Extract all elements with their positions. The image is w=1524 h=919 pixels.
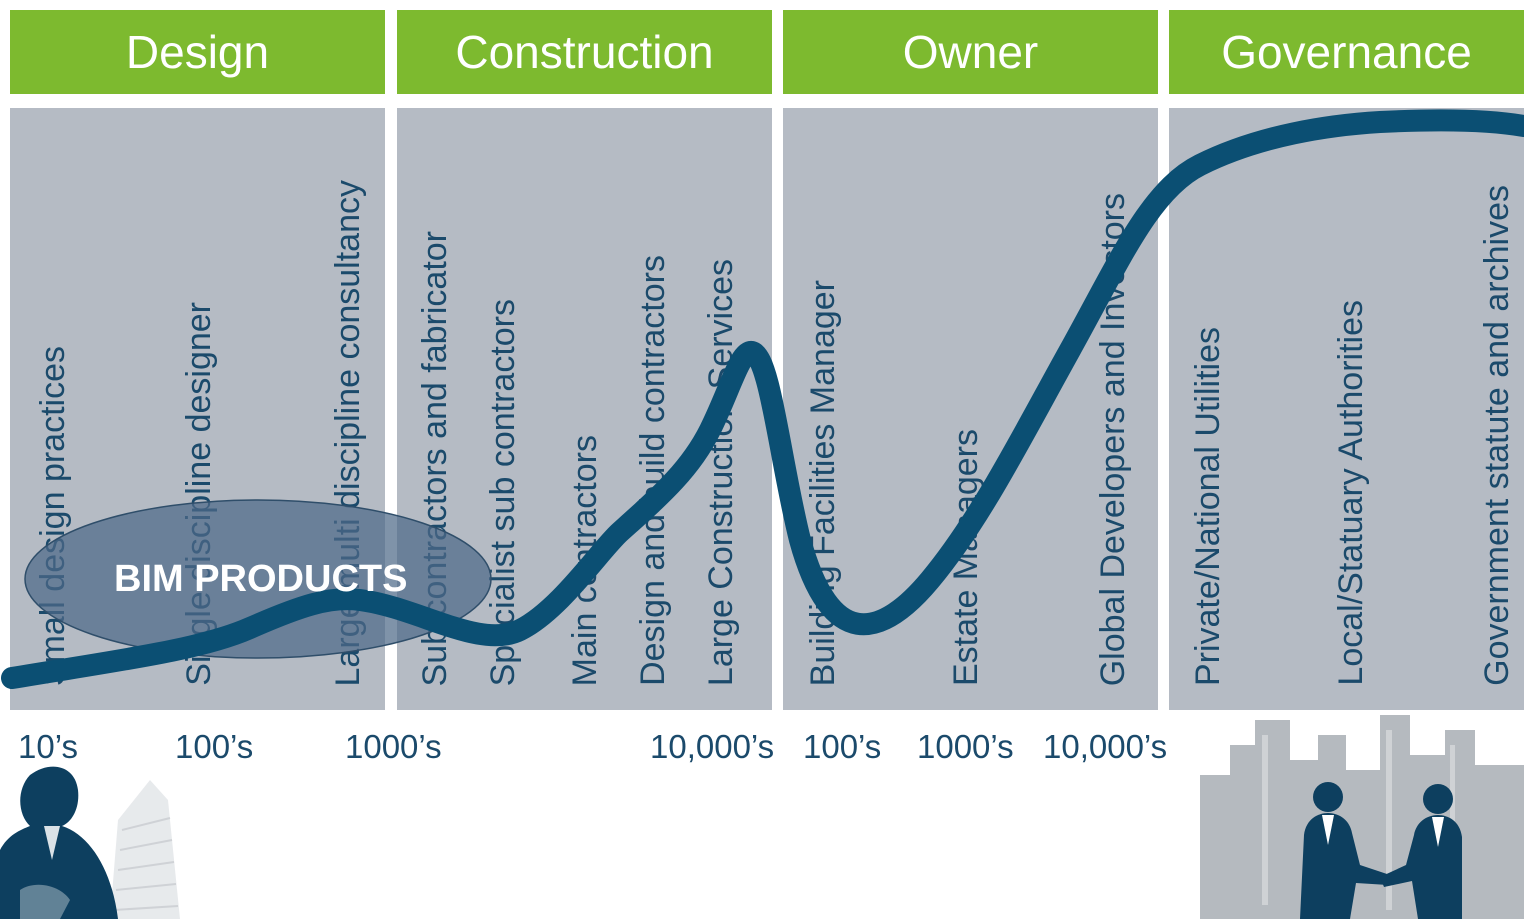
scale-label: 100’s (175, 728, 254, 765)
businessman-silhouette-icon (0, 766, 180, 919)
handshake-silhouette-icon (1200, 715, 1524, 919)
header-governance: Governance (1169, 10, 1524, 94)
scale-label: 10’s (18, 728, 78, 765)
panel-governance: Private/National Utilities Local/Statuar… (1169, 108, 1524, 710)
bim-products-label: BIM PRODUCTS (114, 558, 408, 600)
header-governance-label: Governance (1221, 26, 1472, 78)
growth-curve (1, 109, 1524, 689)
scale-label: 10,000’s (650, 728, 775, 765)
header-owner-label: Owner (902, 26, 1039, 78)
header-construction-label: Construction (455, 26, 714, 78)
businessmen (1300, 782, 1462, 919)
scale-label: 10,000’s (1043, 728, 1168, 765)
header-owner: Owner (783, 10, 1158, 94)
bim-products-ellipse (24, 499, 492, 659)
building-sketch (110, 780, 180, 919)
header-design: Design (10, 10, 385, 94)
scale-label: 1000’s (917, 728, 1014, 765)
scale-label: 100’s (803, 728, 882, 765)
city-skyline-icon (1200, 715, 1524, 919)
header-construction: Construction (397, 10, 772, 94)
header-design-label: Design (125, 26, 270, 78)
scale-label: 1000’s (345, 728, 442, 765)
